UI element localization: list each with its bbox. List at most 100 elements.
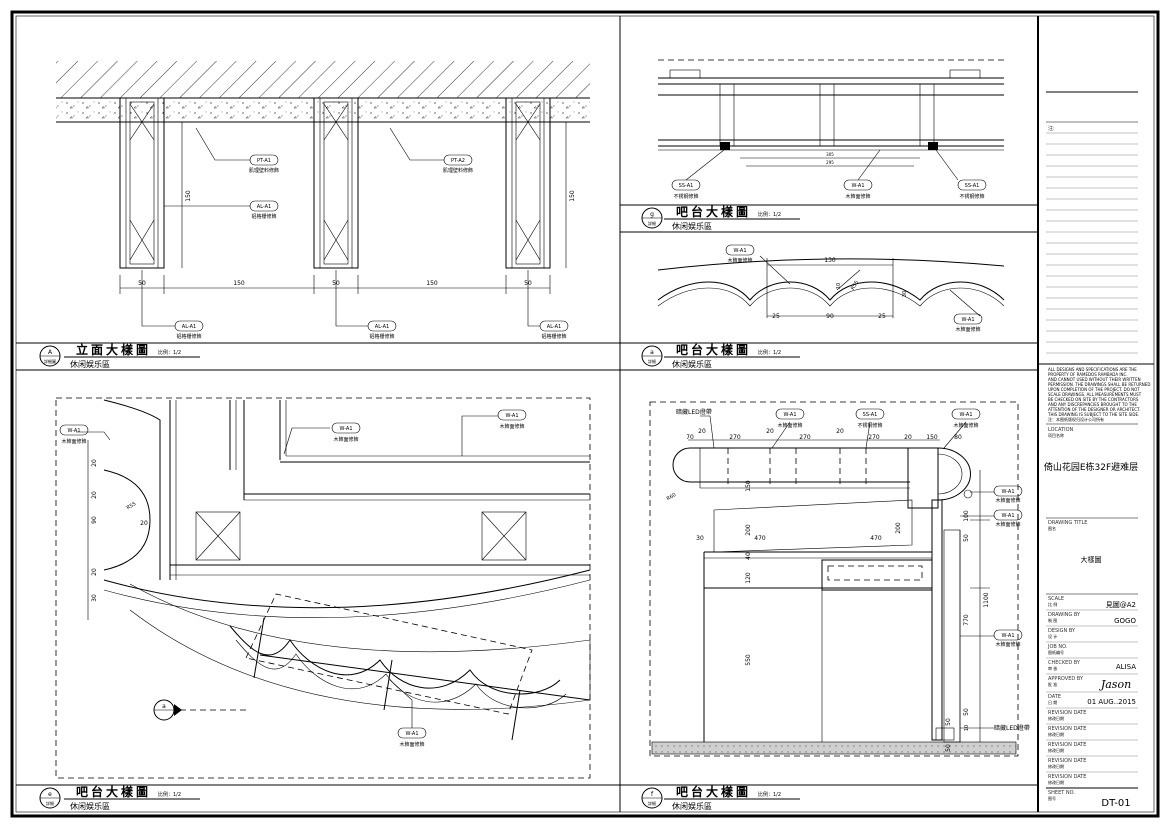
svg-text:木飾面修飾: 木飾面修飾 xyxy=(727,257,752,264)
tag-w-a1-f4: W-A1 木飾面修飾 xyxy=(993,485,1023,504)
grille-column-middle xyxy=(313,97,359,269)
svg-text:W-A1: W-A1 xyxy=(961,317,974,323)
svg-text:PT-A2: PT-A2 xyxy=(451,158,465,164)
dim-f-7: 470 xyxy=(870,535,882,542)
svg-text:詳細: 詳細 xyxy=(46,800,54,806)
svg-text:注：本图纸版权归设计公司所有: 注：本图纸版权归设计公司所有 xyxy=(1048,416,1104,422)
svg-text:SS-A1: SS-A1 xyxy=(965,183,980,189)
drawing-title: 大樣圖 xyxy=(1081,555,1102,564)
tag-w-a1-f1: W-A1 木飾面修飾 xyxy=(775,408,805,429)
tag-pt-a1: PT-A1 肌理壁料修飾 xyxy=(249,154,279,174)
tag-pt-a2: PT-A2 肌理壁料修飾 xyxy=(443,154,473,174)
svg-text:a: a xyxy=(162,703,166,710)
tag-ss-a1-left: SS-A1 不锈钢修飾 xyxy=(671,179,701,200)
dim-f-top-2: 20 xyxy=(698,428,706,435)
tag-ss-a1-right: SS-A1 不锈钢修飾 xyxy=(957,179,987,200)
dim-f-13: 1100 xyxy=(983,592,990,607)
svg-text:AL-A1: AL-A1 xyxy=(182,324,196,330)
dim-f-5: 470 xyxy=(754,535,766,542)
svg-text:W-A1: W-A1 xyxy=(405,731,418,737)
tag-al-a1-b3: AL-A1 铝格栅修飾 xyxy=(539,320,569,340)
panel-a-small-title: 吧台大樣圖 xyxy=(676,342,751,357)
panel-a-title: 立面大樣圖 xyxy=(76,342,151,357)
title-block-row-revision-2: REVISION DATE 修改日期 xyxy=(1046,726,1138,741)
title-block-row-revision-5: REVISION DATE 修改日期 xyxy=(1048,774,1086,785)
svg-text:詳細: 詳細 xyxy=(648,358,656,364)
dim-a-4: 150 xyxy=(426,280,438,287)
dim-f-9: 550 xyxy=(745,654,752,666)
tag-ss-a1-f: SS-A1 不锈钢修飾 xyxy=(855,408,885,429)
svg-text:W-A1: W-A1 xyxy=(783,412,796,418)
svg-text:木飾面修飾: 木飾面修飾 xyxy=(333,436,358,443)
svg-text:REVISION DATE: REVISION DATE xyxy=(1048,726,1086,732)
panel-a-subtitle: 休闲娱乐區 xyxy=(70,359,110,369)
dim-a2-5: 25 xyxy=(772,313,780,320)
dim-f-top-1: 70 xyxy=(686,434,694,441)
svg-text:W-A1: W-A1 xyxy=(1001,633,1014,639)
tag-w-a1-f6: W-A1 木飾面修飾 xyxy=(993,629,1023,648)
svg-text:DATE: DATE xyxy=(1048,694,1061,700)
dim-f-18: 50 xyxy=(945,744,952,752)
svg-text:f: f xyxy=(651,791,654,798)
svg-text:UPON COMPLETION OF THE PROJECT: UPON COMPLETION OF THE PROJECT. DO NOT xyxy=(1048,387,1140,392)
notes-ruled-lines xyxy=(1046,132,1138,354)
svg-text:AND ANY DISCREPANCIES BROUGHT: AND ANY DISCREPANCIES BROUGHT TO THE xyxy=(1048,402,1137,407)
svg-text:修改日期: 修改日期 xyxy=(1048,715,1064,721)
panel-f-scale: 比例：1/2 xyxy=(758,791,781,798)
panel-a-dimension-lines xyxy=(119,122,567,294)
dim-f-14: 770 xyxy=(963,614,970,626)
grille-column-right xyxy=(505,97,551,269)
panel-a-small-subtitle: 休闲娱乐區 xyxy=(672,359,712,369)
svg-text:REVISION DATE: REVISION DATE xyxy=(1048,742,1086,748)
panel-e-bar-plan: 20 20 90 20 30 R55 20 a W-A1 木飾面修飾 W-A1 … xyxy=(16,397,620,811)
dim-a-7: 150 xyxy=(569,190,576,202)
dim-g-1: 305 xyxy=(826,152,834,157)
dim-a2-3: R55 xyxy=(850,280,860,292)
svg-text:SS-A1: SS-A1 xyxy=(679,183,694,189)
title-block-row-approved-by: APPROVED BY 批 准 Jason xyxy=(1046,676,1138,693)
tag-w-a1-a-right: W-A1 木飾面修飾 xyxy=(953,313,983,333)
svg-text:设 计: 设 计 xyxy=(1048,633,1057,639)
svg-text:BE CHECKED ON SITE BY THE CONT: BE CHECKED ON SITE BY THE CONTRACTORS xyxy=(1048,397,1139,402)
svg-text:日 期: 日 期 xyxy=(1048,699,1057,705)
svg-text:铝格栅修飾: 铝格栅修飾 xyxy=(541,333,566,340)
svg-text:THIS DRAWING IS SUBJECT TO THE: THIS DRAWING IS SUBJECT TO THE SITE SIDE… xyxy=(1047,412,1139,417)
dim-f-12: 50 xyxy=(963,534,970,542)
dim-a2-6: 90 xyxy=(826,313,834,320)
svg-text:修改日期: 修改日期 xyxy=(1048,763,1064,769)
tag-al-a1-b1: AL-A1 铝格栅修飾 xyxy=(174,320,204,340)
dim-a-2: 150 xyxy=(233,280,245,287)
panel-f-title: 吧台大樣圖 xyxy=(676,784,751,799)
svg-text:修改日期: 修改日期 xyxy=(1048,779,1064,785)
svg-text:AL-A1: AL-A1 xyxy=(257,204,271,210)
dim-f-10: 200 xyxy=(895,522,902,534)
dim-a2-7: 25 xyxy=(878,313,886,320)
svg-text:审 核: 审 核 xyxy=(1048,665,1057,671)
panel-a-small-bubble: a 詳細 xyxy=(641,345,663,367)
svg-text:SS-A1: SS-A1 xyxy=(863,412,878,418)
dim-f-top-3: 270 xyxy=(729,434,741,441)
dim-f-top-6: 20 xyxy=(836,428,844,435)
led-label-bottom: 暗藏LED燈帶 xyxy=(994,724,1030,732)
svg-text:ALISA: ALISA xyxy=(1116,663,1136,671)
dim-f-top-10: 80 xyxy=(954,434,962,441)
svg-text:REVISION DATE: REVISION DATE xyxy=(1048,758,1086,764)
tag-w-a1-e2: W-A1 木飾面修飾 xyxy=(331,422,361,443)
svg-text:比 例: 比 例 xyxy=(1048,601,1057,607)
svg-text:g: g xyxy=(650,211,654,218)
svg-text:图纸编号: 图纸编号 xyxy=(1048,649,1064,655)
dim-f-top-8: 20 xyxy=(904,434,912,441)
title-block-row-drawing-by: DRAWING BY 制 图 GOGO xyxy=(1046,612,1138,627)
svg-text:W-A1: W-A1 xyxy=(1001,489,1014,495)
svg-text:REVISION DATE: REVISION DATE xyxy=(1048,774,1086,780)
svg-text:木飾面修飾: 木飾面修飾 xyxy=(399,741,424,748)
svg-text:木飾面修飾: 木飾面修飾 xyxy=(995,497,1020,504)
panel-g-scale: 比例：1/2 xyxy=(758,211,781,218)
tag-w-a1-g: W-A1 木飾面修飾 xyxy=(843,179,873,200)
tag-w-a1-e4: W-A1 木飾面修飾 xyxy=(397,727,427,748)
dim-f-3: 200 xyxy=(745,524,752,536)
svg-text:铝格栅修飾: 铝格栅修飾 xyxy=(176,333,201,340)
grille-column-left xyxy=(119,97,165,269)
dim-f-15: 50 xyxy=(963,708,970,716)
svg-text:DESIGN BY: DESIGN BY xyxy=(1048,628,1076,634)
